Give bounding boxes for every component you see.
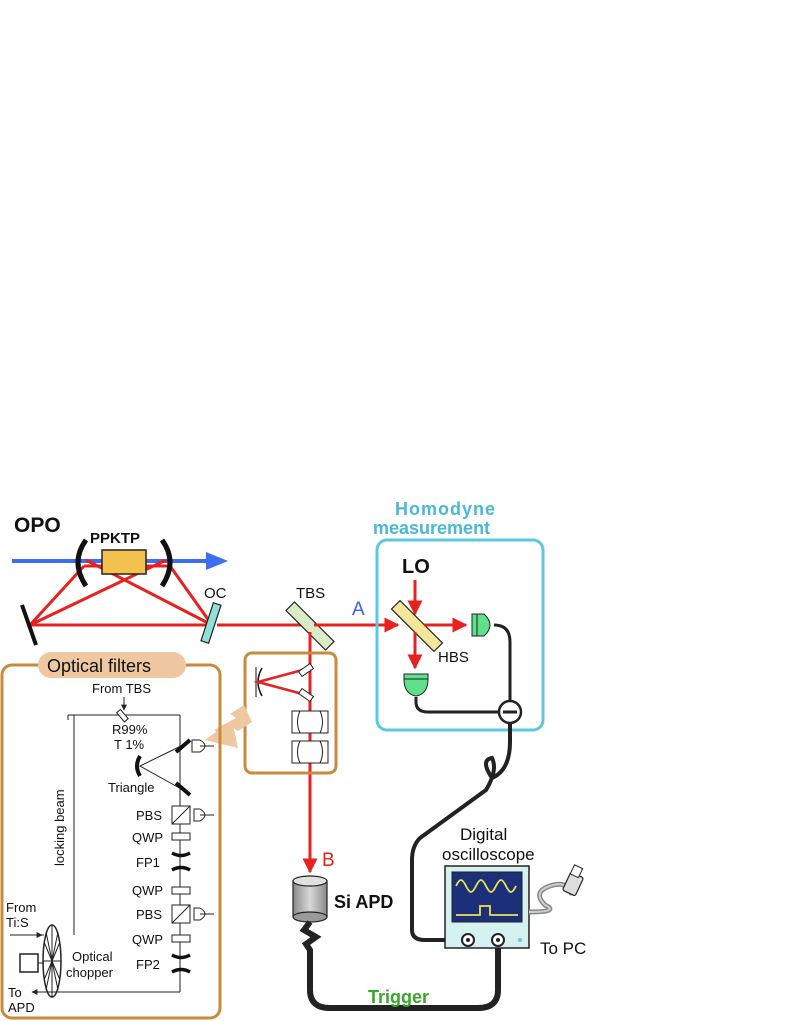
hbs-splitter [390,599,444,653]
qwp-1 [171,832,191,841]
pbs-2 [171,904,214,924]
ppktp-crystal [101,549,147,575]
output-coupler [200,601,222,645]
triangle-cavity [135,738,214,797]
r99-label: R99% [112,722,148,737]
qwp2-label: QWP [132,883,163,898]
fp2-cavity [171,953,191,974]
from-tis-label-2: Ti:S [6,915,29,930]
qwp-2 [171,886,191,895]
subtractor-icon [497,699,523,725]
inline-filter-optics [253,662,329,764]
triangle-label: Triangle [108,780,154,795]
trigger-cable [299,920,501,1011]
homodyne-signal-cable [410,723,512,942]
curved-mirror-left [75,538,89,588]
to-apd-label-2: APD [8,1000,35,1015]
homodyne-box [375,538,545,732]
qwp-3 [171,934,191,943]
homodyne-detector-right [471,613,491,637]
pbs2-label: PBS [136,907,162,922]
homodyne-label-1: Homodyne [395,499,496,519]
oscilloscope-label: oscilloscope [442,845,535,864]
optical-filters-tag [38,652,186,678]
digital-oscilloscope [444,865,530,949]
to-apd-label-1: To [8,985,22,1000]
si-apd-detector [292,875,328,923]
pbs1-label: PBS [136,808,162,823]
path-b-label: B [322,850,335,871]
tbs-splitter [285,601,335,651]
opo-label: OPO [14,514,61,537]
lo-label: LO [402,556,430,578]
fp1-cavity [171,851,191,872]
oc-label: OC [204,585,227,602]
homodyne-label-2: measurement [373,518,490,538]
from-tis-label-1: From [6,900,36,915]
tbs-label: TBS [296,585,325,602]
path-a-label: A [352,599,365,620]
pbs-1 [171,805,214,825]
optical-chopper-label-1: Optical [72,949,113,964]
optical-chopper-label-2: chopper [66,965,114,980]
qwp1-label: QWP [132,830,163,845]
curved-mirror-right [159,538,173,588]
ppktp-label: PPKTP [90,530,140,547]
t1-label: T 1% [114,737,145,752]
fp2-label: FP2 [136,957,160,972]
digital-label: Digital [460,825,507,844]
chopper-motor [19,953,39,973]
usb-plug-icon [562,864,584,896]
optical-chopper [42,924,62,998]
fp1-label: FP1 [136,855,160,870]
qwp3-label: QWP [132,932,163,947]
locking-beam-label: locking beam [52,789,67,866]
hbs-label: HBS [438,649,469,666]
from-tbs-label: From TBS [92,681,151,696]
r99-mirror [115,708,129,723]
flat-mirror-left [20,604,38,646]
homodyne-detector-bottom [403,673,429,697]
detector-wire-bottom [414,697,498,714]
si-apd-label: Si APD [334,892,393,912]
trigger-label: Trigger [368,987,429,1007]
detector-wire-right [493,623,512,700]
to-pc-label: To PC [540,939,586,958]
optical-filters-label: Optical filters [47,656,151,676]
